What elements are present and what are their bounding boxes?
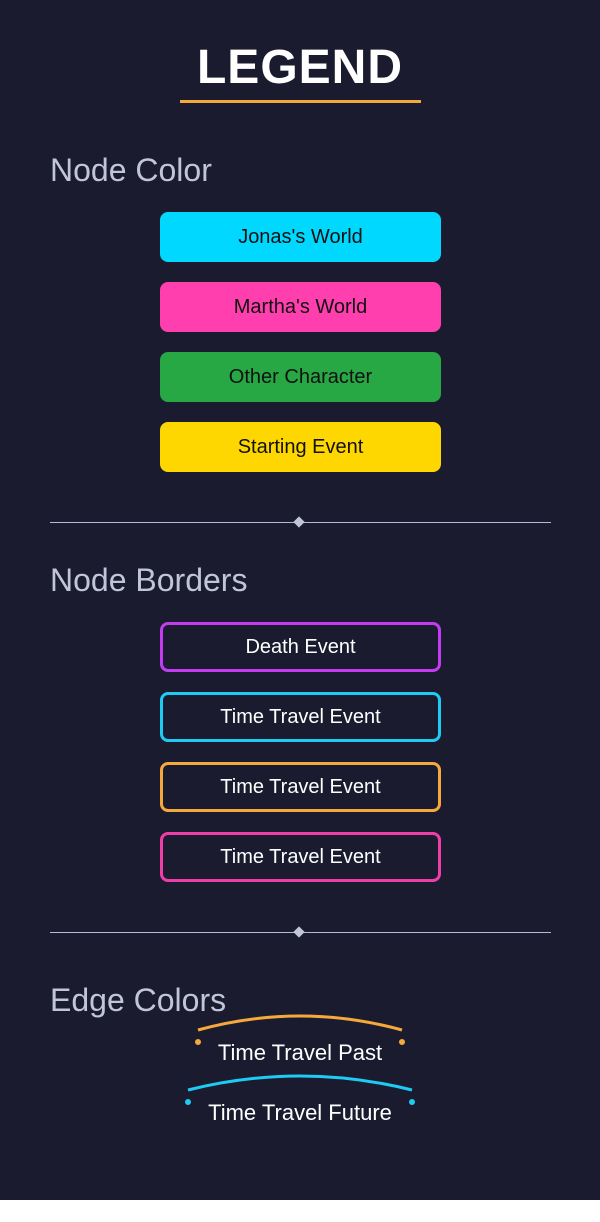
edge-past-label: Time Travel Past xyxy=(217,1040,383,1065)
swatch-label: Other Character xyxy=(228,365,373,388)
edge-past-curve xyxy=(197,1014,403,1032)
swatch-label: Starting Event xyxy=(237,435,364,458)
edge-past-start-dot xyxy=(195,1039,201,1045)
node-color-swatch-jonas: Jonas's World xyxy=(160,212,441,262)
swatch-label: Martha's World xyxy=(233,295,368,318)
divider-diamond-icon xyxy=(293,516,305,528)
edge-future-sample xyxy=(185,1074,415,1105)
edge-past-sample xyxy=(195,1014,405,1045)
title-underline xyxy=(180,100,421,103)
edge-past-end-dot xyxy=(399,1039,405,1045)
node-color-swatch-martha: Martha's World xyxy=(160,282,441,332)
node-color-heading: Node Color xyxy=(50,152,212,188)
node-borders-heading: Node Borders xyxy=(50,562,248,598)
swatch-label: Time Travel Event xyxy=(220,775,381,798)
edge-colors-heading: Edge Colors xyxy=(50,982,227,1018)
swatch-label: Jonas's World xyxy=(238,225,363,248)
edge-future-curve xyxy=(187,1074,413,1092)
swatch-label: Death Event xyxy=(245,635,356,658)
node-color-swatch-starting: Starting Event xyxy=(160,422,441,472)
node-border-swatch-time-travel-orange: Time Travel Event xyxy=(160,762,441,812)
legend-title: LEGEND xyxy=(196,41,403,94)
node-border-swatch-time-travel-pink: Time Travel Event xyxy=(160,832,441,882)
node-color-swatch-other: Other Character xyxy=(160,352,441,402)
edge-future-label: Time Travel Future xyxy=(208,1100,392,1125)
node-border-swatch-death: Death Event xyxy=(160,622,441,672)
edge-future-start-dot xyxy=(185,1099,191,1105)
edge-future-end-dot xyxy=(409,1099,415,1105)
divider-diamond-icon xyxy=(293,926,305,938)
swatch-label: Time Travel Event xyxy=(220,845,381,868)
swatch-label: Time Travel Event xyxy=(220,705,381,728)
node-border-swatch-time-travel-cyan: Time Travel Event xyxy=(160,692,441,742)
